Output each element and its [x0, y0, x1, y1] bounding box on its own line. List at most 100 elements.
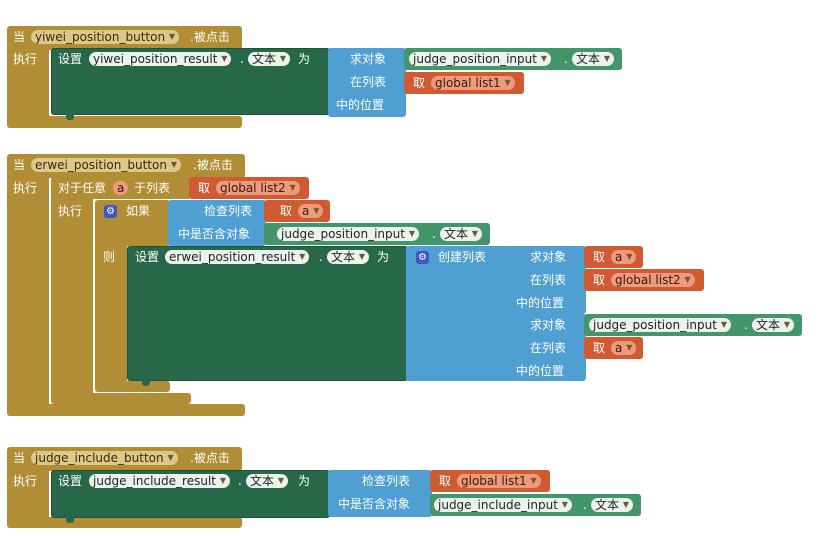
- property-selector[interactable]: 文本▼: [752, 318, 795, 332]
- target-selector[interactable]: erwei_position_result▼: [165, 250, 310, 264]
- if-label: 如果: [126, 204, 151, 218]
- property-name: 文本: [576, 52, 601, 66]
- get-label: 取: [413, 76, 426, 90]
- when-label: 当: [13, 30, 26, 44]
- component-name: judge_position_input: [593, 318, 717, 332]
- contains-label: 中是否含对象: [338, 497, 411, 511]
- target-name: yiwei_position_result: [93, 52, 218, 66]
- target-selector[interactable]: yiwei_position_result▼: [89, 52, 232, 66]
- variable-selector[interactable]: global list2▼: [216, 181, 300, 195]
- property-name: 文本: [250, 474, 275, 488]
- to-label: 为: [298, 474, 311, 488]
- index-in-list-block[interactable]: [328, 48, 406, 117]
- caret-down-icon: ▼: [471, 229, 479, 238]
- in-list-label: 在列表: [530, 273, 567, 287]
- component-selector[interactable]: judge_position_input▼: [589, 318, 731, 332]
- caret-down-icon: ▼: [219, 476, 226, 485]
- button-name: yiwei_position_button: [35, 30, 166, 44]
- block-notch: [66, 517, 74, 523]
- variable-name: global list2: [220, 181, 286, 195]
- find-label: 求对象: [350, 52, 387, 66]
- button-selector[interactable]: erwei_position_button▼: [31, 158, 181, 172]
- property-selector[interactable]: 文本▼: [246, 474, 289, 488]
- variable-selector[interactable]: a▼: [611, 341, 637, 355]
- do-label: 执行: [13, 52, 38, 66]
- property-name: 文本: [444, 227, 469, 241]
- caret-down-icon: ▼: [289, 183, 296, 192]
- dot-label: .: [564, 52, 568, 66]
- index-in-list-block[interactable]: [506, 246, 586, 314]
- button-name: erwei_position_button: [35, 158, 167, 172]
- get-label: 取: [439, 474, 452, 488]
- event-body-left: [7, 469, 49, 521]
- dot-label: .: [319, 250, 323, 264]
- variable-name: global list1: [461, 474, 527, 488]
- caret-down-icon: ▼: [561, 500, 568, 509]
- gear-icon[interactable]: ⚙: [104, 205, 117, 218]
- caret-down-icon: ▼: [170, 160, 177, 169]
- variable-name: a: [302, 204, 310, 218]
- button-selector[interactable]: judge_include_button▼: [31, 451, 178, 465]
- property-selector[interactable]: 文本▼: [248, 52, 291, 66]
- property-selector[interactable]: 文本▼: [327, 250, 370, 264]
- component-selector[interactable]: judge_include_input▼: [434, 498, 572, 512]
- dot-label: .: [432, 227, 436, 241]
- target-selector[interactable]: judge_include_result▼: [89, 474, 230, 488]
- variable-selector[interactable]: a▼: [611, 250, 637, 264]
- variable-name: global list1: [435, 76, 501, 90]
- variable-selector[interactable]: global list1▼: [431, 76, 515, 90]
- variable-selector[interactable]: a▼: [298, 204, 324, 218]
- caret-down-icon: ▼: [626, 252, 633, 261]
- variable-name: global list2: [615, 273, 681, 287]
- when-label: 当: [13, 158, 26, 172]
- block-notch: [142, 380, 150, 386]
- block-notch: [66, 114, 74, 120]
- caret-down-icon: ▼: [783, 320, 791, 329]
- property-selector[interactable]: 文本▼: [591, 498, 634, 512]
- component-name: judge_position_input: [281, 227, 405, 241]
- create-list-label: 创建列表: [438, 250, 487, 264]
- in-list-label: 在列表: [530, 341, 567, 355]
- if-block-footer: [95, 381, 170, 392]
- caret-down-icon: ▼: [279, 54, 287, 63]
- gear-icon[interactable]: ⚙: [416, 251, 429, 264]
- caret-down-icon: ▼: [168, 32, 176, 41]
- button-selector[interactable]: yiwei_position_button▼: [31, 30, 180, 44]
- clicked-label: .被点击: [190, 30, 230, 44]
- position-label: 中的位置: [516, 364, 565, 378]
- caret-down-icon: ▼: [313, 206, 320, 215]
- property-selector[interactable]: 文本▼: [572, 52, 615, 66]
- dot-label: .: [238, 474, 242, 488]
- event-footer: [7, 517, 242, 528]
- set-label: 设置: [58, 474, 83, 488]
- get-label: 取: [593, 250, 606, 264]
- is-in-list-block[interactable]: [328, 470, 432, 517]
- property-name: 文本: [595, 498, 620, 512]
- caret-down-icon: ▼: [540, 54, 547, 63]
- is-in-list-block[interactable]: [168, 200, 266, 246]
- caret-down-icon: ▼: [622, 500, 630, 509]
- index-in-list-block[interactable]: [506, 314, 586, 381]
- caret-down-icon: ▼: [299, 252, 306, 261]
- dot-label: .: [583, 498, 587, 512]
- variable-selector[interactable]: global list2▼: [611, 273, 695, 287]
- position-label: 中的位置: [516, 296, 565, 310]
- property-selector[interactable]: 文本▼: [440, 227, 483, 241]
- variable-selector[interactable]: global list1▼: [457, 474, 541, 488]
- property-name: 文本: [331, 250, 356, 264]
- caret-down-icon: ▼: [530, 476, 537, 485]
- loop-variable[interactable]: a: [113, 181, 129, 195]
- dot-label: .: [240, 52, 244, 66]
- set-block[interactable]: [127, 246, 408, 381]
- to-label: 为: [298, 52, 311, 66]
- event-body-left: [7, 176, 49, 408]
- create-list-block[interactable]: [406, 246, 510, 381]
- component-selector[interactable]: judge_position_input▼: [409, 52, 551, 66]
- in-list-of-label: 于列表: [134, 181, 171, 195]
- find-label: 求对象: [530, 250, 567, 264]
- in-list-label: 在列表: [350, 75, 387, 89]
- get-label: 取: [198, 181, 211, 195]
- property-name: 文本: [252, 52, 277, 66]
- component-selector[interactable]: judge_position_input▼: [277, 227, 419, 241]
- when-label: 当: [13, 451, 26, 465]
